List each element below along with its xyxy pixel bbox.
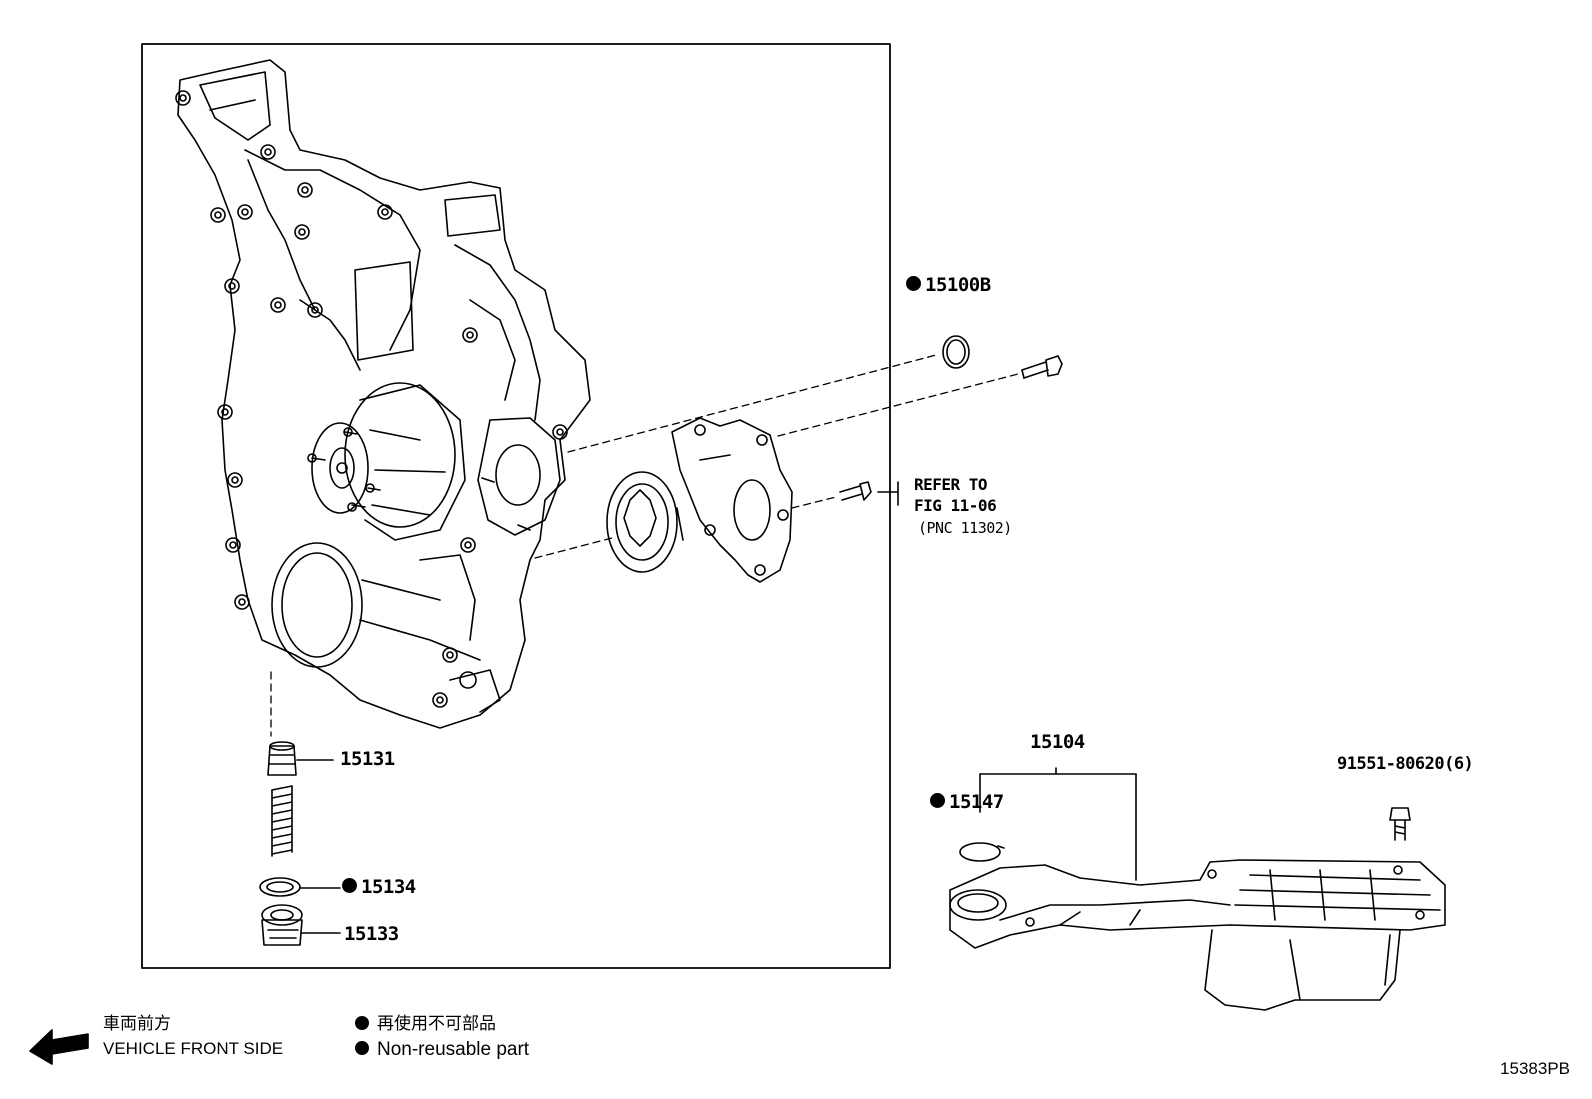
oil-strainer <box>949 859 1446 1011</box>
filled-circle-icon <box>355 1015 369 1030</box>
refer-note-line1: REFER TO <box>914 475 988 494</box>
front-side-jp: 車両前方 <box>103 1014 171 1033</box>
front-side-legend: 車両前方 VEHICLE FRONT SIDE <box>103 1015 283 1065</box>
assembly-lines <box>270 354 1019 737</box>
filled-circle-icon <box>906 276 921 291</box>
bolt-lower <box>839 481 872 501</box>
non-reusable-en-row: Non-reusable part <box>355 1040 529 1059</box>
label-15133: 15133 <box>344 923 399 945</box>
water-pump <box>307 382 466 541</box>
filled-circle-icon <box>355 1040 369 1055</box>
oring-15147 <box>959 842 1001 862</box>
timing-cover-illustration <box>175 59 591 729</box>
cover-bosses <box>175 90 568 708</box>
group-frame <box>141 43 891 969</box>
label-91551-bolt: 91551-80620(6) <box>1337 754 1474 774</box>
oil-pump-cover <box>671 417 793 583</box>
refer-note-line2: FIG 11-06 <box>914 496 997 515</box>
label-15147: 15147 <box>930 793 1004 812</box>
label-15100b: 15100B <box>906 276 991 295</box>
oil-pump-bore <box>477 417 561 536</box>
crank-seal-opening <box>271 542 481 668</box>
non-reusable-legend: 再使用不可部品 Non-reusable part <box>355 1015 529 1067</box>
plug-15133 <box>261 904 341 946</box>
label-15134: 15134 <box>342 878 416 897</box>
leader-15104 <box>979 767 1137 881</box>
relief-valve-plug-15131 <box>267 741 334 776</box>
refer-note-line3: (PNC 11302) <box>918 519 1012 537</box>
figure-number: 15383PB <box>1500 1059 1570 1078</box>
filled-circle-icon <box>930 793 945 808</box>
front-side-en: VEHICLE FRONT SIDE <box>103 1039 284 1058</box>
gasket-15134 <box>259 877 341 897</box>
bolt-91551 <box>1389 807 1411 841</box>
label-15131: 15131 <box>340 748 395 770</box>
oring-15100b <box>942 335 970 369</box>
bolt-upper <box>1021 355 1063 379</box>
non-reusable-jp-row: 再使用不可部品 <box>355 1015 529 1032</box>
label-15104: 15104 <box>1030 731 1085 753</box>
filled-circle-icon <box>342 878 357 893</box>
oil-pump-rotor <box>606 471 684 573</box>
relief-spring <box>271 785 293 857</box>
arrow-left-icon <box>29 1029 89 1065</box>
